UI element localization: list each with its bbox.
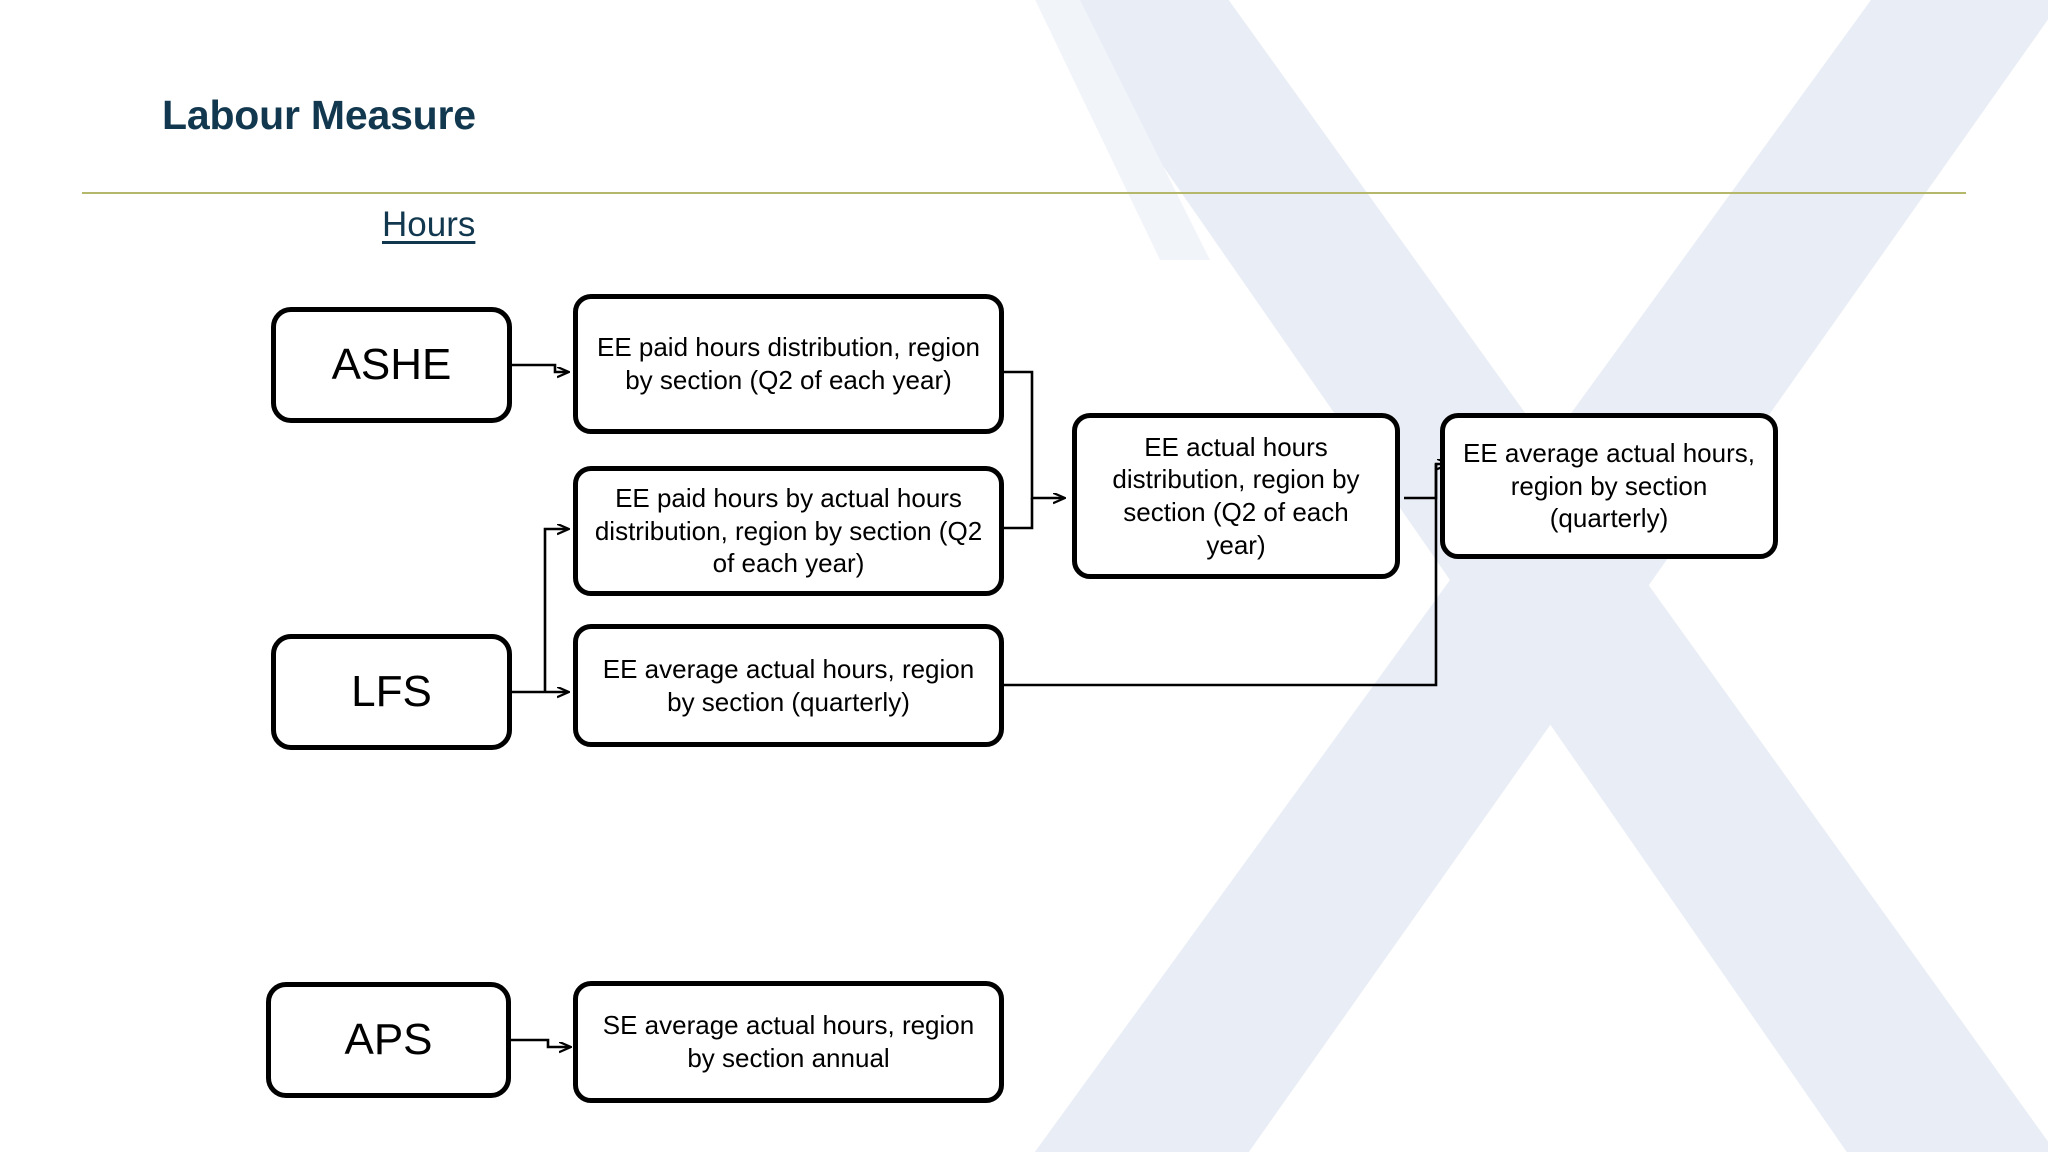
node-label: EE actual hours distribution, region by …	[1112, 431, 1360, 560]
node-label: SE average actual hours, region by secti…	[602, 1010, 975, 1073]
node-label: EE average actual hours, region by secti…	[602, 653, 975, 717]
edge-lfs-to-ee-paid-by-actual	[543, 529, 568, 692]
title-divider	[82, 192, 1966, 194]
node-source-lfs[interactable]: LFS	[271, 634, 512, 750]
edge-aps-to-se-avg-actual-hours	[510, 1038, 570, 1047]
edge-ee-paid-hours-dist-to-ee-actual-hours-dist	[1004, 370, 1064, 498]
edge-ashe-to-ee-paid-hours-dist	[512, 363, 568, 372]
node-label: EE paid hours by actual hours distributi…	[594, 482, 983, 579]
node-source-aps[interactable]: APS	[266, 982, 511, 1098]
node-label: EE paid hours distribution, region by se…	[596, 332, 980, 395]
node-ee-paid-hours-dist[interactable]: EE paid hours distribution, region by se…	[573, 294, 1004, 434]
node-label: EE average actual hours, region by secti…	[1463, 437, 1755, 534]
edge-ee-paid-by-actual-to-ee-actual-hours-dist	[1004, 498, 1034, 530]
section-label-hours: Hours	[382, 205, 476, 244]
node-ee-avg-actual-hours-final[interactable]: EE average actual hours, region by secti…	[1440, 413, 1778, 559]
node-label: ASHE	[331, 340, 452, 390]
node-source-ashe[interactable]: ASHE	[271, 307, 512, 423]
node-ee-paid-by-actual-hours-dist[interactable]: EE paid hours by actual hours distributi…	[573, 466, 1004, 596]
node-ee-actual-hours-dist[interactable]: EE actual hours distribution, region by …	[1072, 413, 1400, 579]
page-title: Labour Measure	[162, 92, 476, 138]
node-ee-avg-actual-hours-quarterly[interactable]: EE average actual hours, region by secti…	[573, 624, 1004, 747]
node-label: APS	[344, 1015, 433, 1065]
node-label: LFS	[351, 667, 432, 717]
node-se-avg-actual-hours-annual[interactable]: SE average actual hours, region by secti…	[573, 981, 1004, 1103]
